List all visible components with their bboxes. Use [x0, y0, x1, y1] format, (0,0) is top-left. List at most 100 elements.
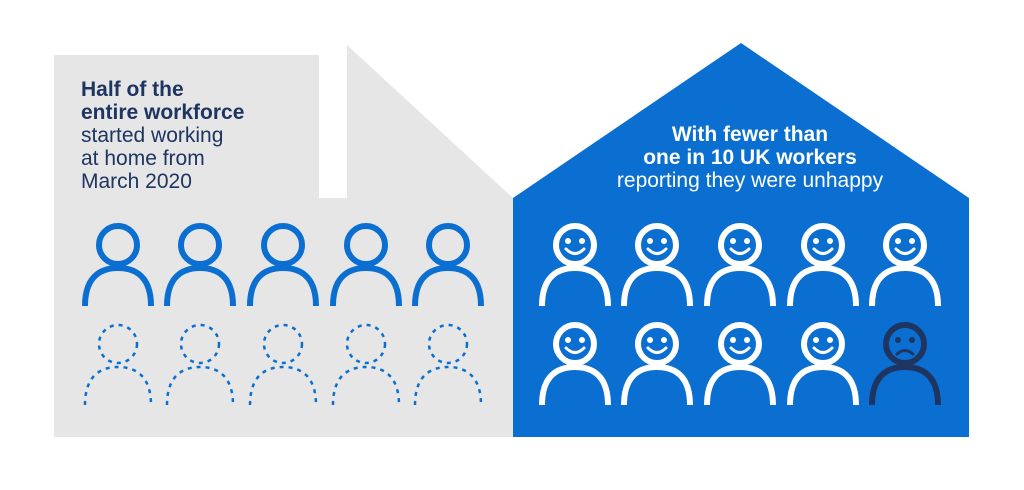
happy-person-icon-body [539, 363, 611, 406]
happy-person-icon-mouth [646, 346, 668, 354]
person-outline-icon-body [247, 264, 319, 307]
person-dashed-icon-body [165, 365, 235, 406]
person-outline-icon-head [178, 223, 222, 267]
person-outline-icon-body [330, 264, 402, 307]
happy-person-icon [787, 322, 859, 406]
happy-person-icon-mouth [646, 247, 668, 255]
happy-person-icon-mouth [729, 247, 751, 255]
happy-person-icon-eye-right [827, 337, 833, 343]
person-dashed-icon-head [179, 323, 221, 365]
left-bold-line-2: entire workforce [81, 101, 245, 124]
happy-person-icon [539, 322, 611, 406]
happy-person-icon [787, 223, 859, 307]
happy-person-icon-eye-right [744, 238, 750, 244]
person-dashed-icon-body [331, 365, 401, 406]
person-outline-icon-head [426, 223, 470, 267]
person-outline-icon-head [261, 223, 305, 267]
left-panel-shape [54, 45, 513, 437]
happy-person-icon-head [553, 223, 597, 267]
person-outline-icon [82, 223, 154, 307]
unhappy-person-icon-eye-right [909, 337, 915, 343]
person-outline-icon-body [82, 264, 154, 307]
left-line-2: at home from [81, 147, 205, 170]
happy-person-icon-mouth [812, 346, 834, 354]
happy-person-icon-body [787, 363, 859, 406]
happy-person-icon-body [869, 264, 941, 307]
person-outline-icon-body [412, 264, 484, 307]
happy-person-icon-mouth [812, 247, 834, 255]
happy-person-icon-eye-right [661, 337, 667, 343]
person-dashed-icon [413, 323, 483, 406]
happy-person-icon-eye-right [661, 238, 667, 244]
unhappy-person-icon-body [869, 363, 941, 406]
right-bold-line-1: With fewer than [671, 123, 829, 146]
happy-person-icon-eye-right [909, 238, 915, 244]
unhappy-person-icon-mouth [895, 349, 915, 356]
person-outline-icon [330, 223, 402, 307]
unhappy-person-icon [869, 322, 941, 406]
happy-person-icon-eye-right [827, 238, 833, 244]
happy-person-icon-head [801, 223, 845, 267]
happy-person-icon-body [539, 264, 611, 307]
person-outline-icon [412, 223, 484, 307]
happy-person-icon-body [704, 264, 776, 307]
unhappy-person-icon-head [883, 322, 927, 366]
person-dashed-icon-body [248, 365, 318, 406]
left-line-3: March 2020 [81, 170, 192, 193]
happy-person-icon-eye-right [744, 337, 750, 343]
happy-person-icon [704, 322, 776, 406]
right-headline: With fewer than one in 10 UK workers rep… [560, 123, 940, 192]
happy-person-icon-eye-left [895, 238, 901, 244]
happy-person-icon-eye-left [813, 337, 819, 343]
person-outline-icon [164, 223, 236, 307]
person-dashed-icon-head [427, 323, 469, 365]
happy-person-icon-eye-right [579, 337, 585, 343]
happy-person-icon-mouth [894, 247, 916, 255]
happy-person-icon-head [801, 322, 845, 366]
happy-person-icon-eye-left [647, 337, 653, 343]
happy-person-icon [621, 223, 693, 307]
happy-person-icon-head [635, 223, 679, 267]
happy-person-icon-body [621, 264, 693, 307]
happy-person-icon-head [635, 322, 679, 366]
person-dashed-icon [165, 323, 235, 406]
happy-person-icon-eye-left [565, 337, 571, 343]
happy-person-icon-head [718, 223, 762, 267]
person-dashed-icon [83, 323, 153, 406]
person-dashed-icon [331, 323, 401, 406]
happy-person-icon [704, 223, 776, 307]
person-dashed-icon-head [345, 323, 387, 365]
happy-person-icon [539, 223, 611, 307]
happy-person-icon [621, 322, 693, 406]
person-dashed-icon-body [83, 365, 153, 406]
happy-person-icon-body [787, 264, 859, 307]
happy-person-icon [869, 223, 941, 307]
happy-person-icon-head [883, 223, 927, 267]
person-outline-icon-head [344, 223, 388, 267]
person-dashed-icon-body [413, 365, 483, 406]
right-line-1: reporting they were unhappy [616, 169, 884, 192]
people-layer [82, 223, 941, 406]
happy-person-icon-eye-left [647, 238, 653, 244]
person-dashed-icon-head [262, 323, 304, 365]
left-headline: Half of the entire workforce started wor… [81, 78, 321, 193]
left-line-1: started working [81, 124, 224, 147]
happy-person-icon-body [704, 363, 776, 406]
person-outline-icon-head [96, 223, 140, 267]
person-outline-icon [247, 223, 319, 307]
happy-person-icon-head [553, 322, 597, 366]
unhappy-person-icon-eye-left [895, 337, 901, 343]
happy-person-icon-eye-right [579, 238, 585, 244]
person-dashed-icon [248, 323, 318, 406]
person-dashed-icon-head [97, 323, 139, 365]
right-panel-shape [513, 43, 969, 437]
left-bold-line-1: Half of the [81, 78, 184, 101]
happy-person-icon-eye-left [730, 337, 736, 343]
happy-person-icon-mouth [729, 346, 751, 354]
person-outline-icon-body [164, 264, 236, 307]
happy-person-icon-mouth [564, 346, 586, 354]
happy-person-icon-eye-left [730, 238, 736, 244]
right-bold-line-2: one in 10 UK workers [643, 146, 857, 169]
